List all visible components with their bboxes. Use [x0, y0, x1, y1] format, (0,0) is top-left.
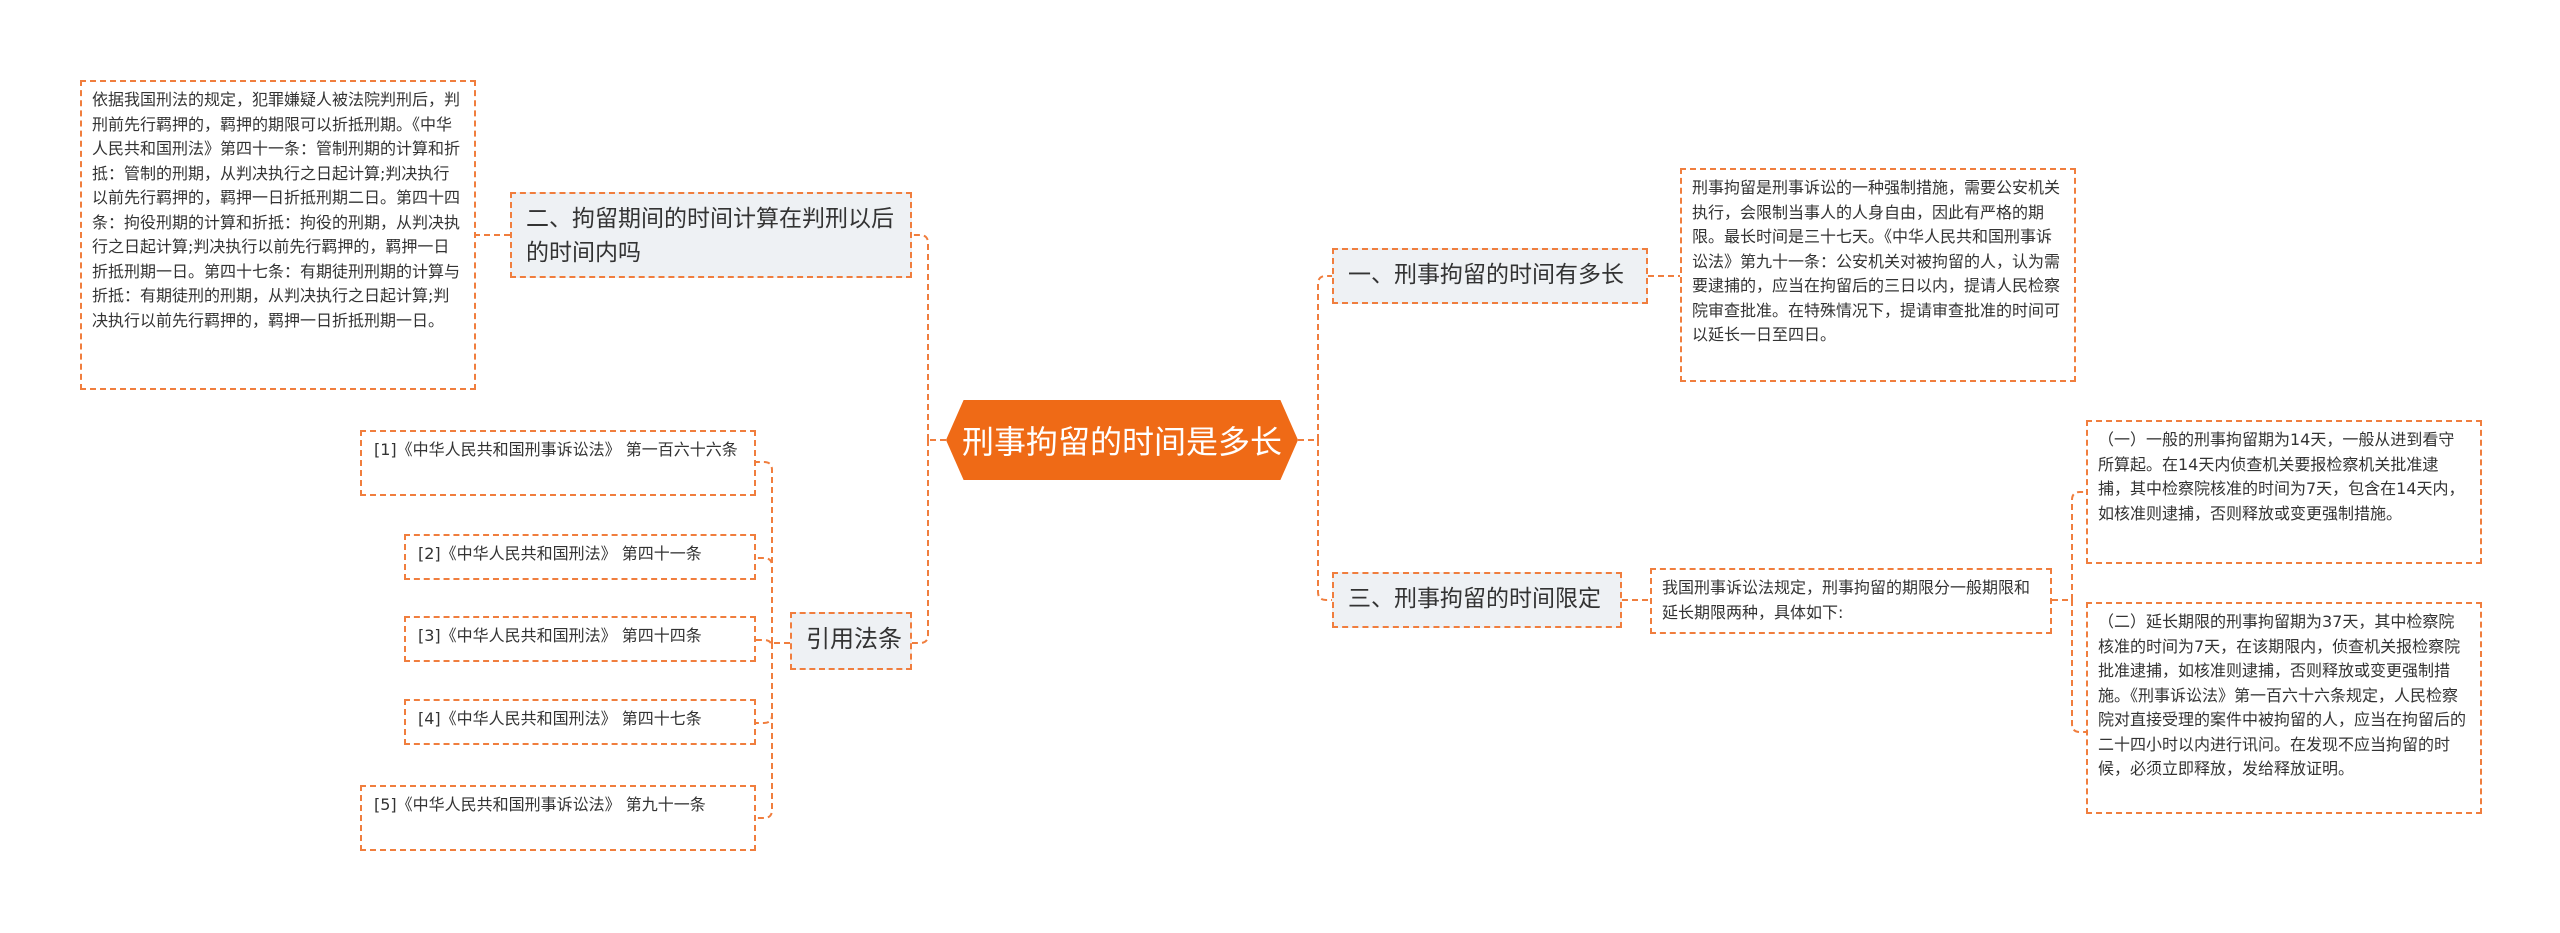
- limit-general-period: （一）一般的刑事拘留期为14天，一般从进到看守所算起。在14天内侦查机关要报检察…: [2086, 420, 2482, 564]
- citation-text: [1]《中华人民共和国刑事诉讼法》 第一百六十六条: [374, 440, 738, 459]
- detail-detention-limits: 我国刑事诉讼法规定，刑事拘留的期限分一般期限和延长期限两种，具体如下:: [1650, 568, 2052, 634]
- detail-text: 依据我国刑法的规定，犯罪嫌疑人被法院判刑后，判刑前先行羁押的，羁押的期限可以折抵…: [92, 90, 461, 330]
- detail-text: 我国刑事诉讼法规定，刑事拘留的期限分一般期限和延长期限两种，具体如下:: [1662, 578, 2031, 622]
- citation-item[interactable]: [1]《中华人民共和国刑事诉讼法》 第一百六十六条: [360, 430, 756, 496]
- citation-item[interactable]: [3]《中华人民共和国刑法》 第四十四条: [404, 616, 756, 662]
- topic-label: 二、拘留期间的时间计算在判刑以后的时间内吗: [526, 206, 894, 266]
- citation-item[interactable]: [4]《中华人民共和国刑法》 第四十七条: [404, 699, 756, 745]
- limit-text: （二）延长期限的刑事拘留期为37天，其中检察院核准的时间为7天，在该期限内，侦查…: [2098, 612, 2467, 778]
- topic-cited-statutes[interactable]: 引用法条: [790, 612, 912, 670]
- detail-time-calculation: 依据我国刑法的规定，犯罪嫌疑人被法院判刑后，判刑前先行羁押的，羁押的期限可以折抵…: [80, 80, 476, 390]
- citation-text: [2]《中华人民共和国刑法》 第四十一条: [418, 544, 702, 563]
- topic-label: 三、刑事拘留的时间限定: [1348, 586, 1601, 612]
- root-title: 刑事拘留的时间是多长: [961, 423, 1282, 461]
- detail-detention-duration: 刑事拘留是刑事诉讼的一种强制措施，需要公安机关执行，会限制当事人的人身自由，因此…: [1680, 168, 2076, 382]
- citation-item[interactable]: [5]《中华人民共和国刑事诉讼法》 第九十一条: [360, 785, 756, 851]
- detail-text: 刑事拘留是刑事诉讼的一种强制措施，需要公安机关执行，会限制当事人的人身自由，因此…: [1692, 178, 2061, 344]
- topic-time-calculation[interactable]: 二、拘留期间的时间计算在判刑以后的时间内吗: [510, 192, 912, 278]
- citation-item[interactable]: [2]《中华人民共和国刑法》 第四十一条: [404, 534, 756, 580]
- topic-label: 引用法条: [806, 625, 902, 653]
- topic-label: 一、刑事拘留的时间有多长: [1348, 262, 1624, 288]
- topic-detention-limits[interactable]: 三、刑事拘留的时间限定: [1332, 572, 1622, 628]
- root-topic[interactable]: 刑事拘留的时间是多长: [946, 400, 1298, 480]
- limit-extended-period: （二）延长期限的刑事拘留期为37天，其中检察院核准的时间为7天，在该期限内，侦查…: [2086, 602, 2482, 814]
- limit-text: （一）一般的刑事拘留期为14天，一般从进到看守所算起。在14天内侦查机关要报检察…: [2098, 430, 2465, 523]
- citation-text: [5]《中华人民共和国刑事诉讼法》 第九十一条: [374, 795, 706, 814]
- topic-detention-duration[interactable]: 一、刑事拘留的时间有多长: [1332, 248, 1648, 304]
- citation-text: [3]《中华人民共和国刑法》 第四十四条: [418, 626, 702, 645]
- citation-text: [4]《中华人民共和国刑法》 第四十七条: [418, 709, 702, 728]
